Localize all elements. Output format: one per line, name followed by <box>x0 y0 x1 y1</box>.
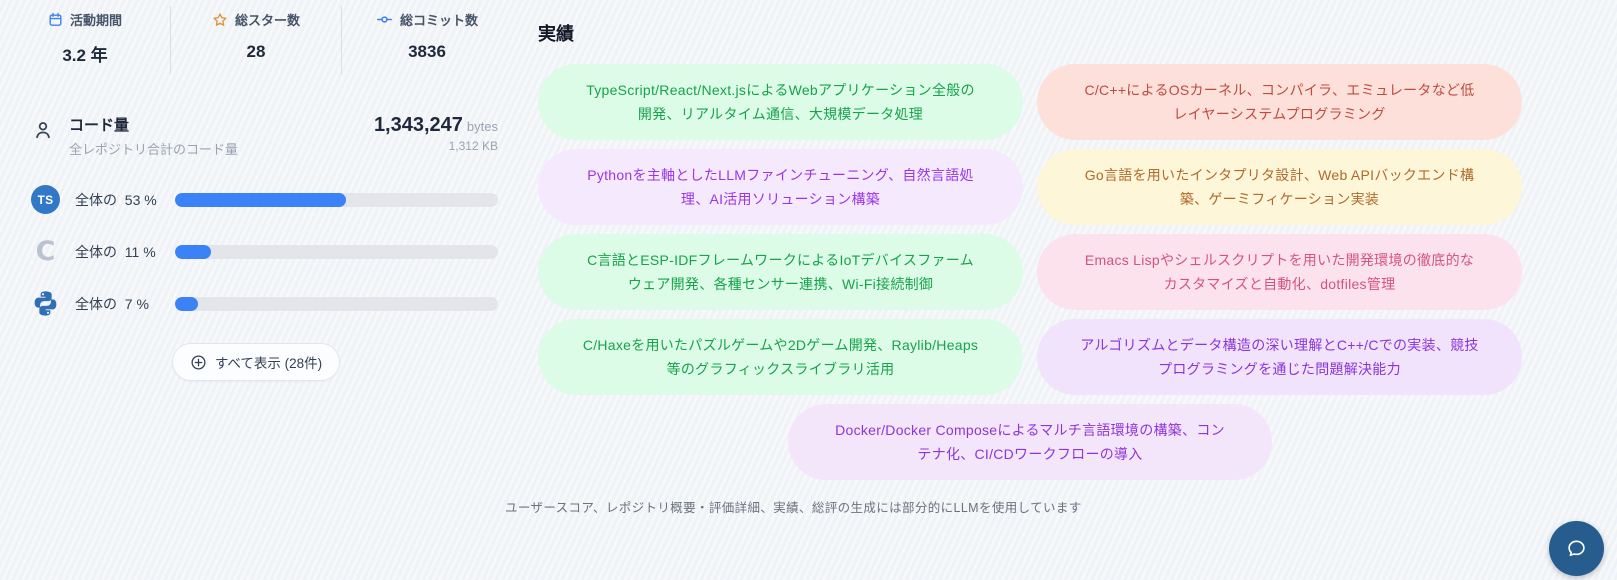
chat-bubble-icon <box>1565 537 1588 560</box>
achievements-title: 実績 <box>538 24 574 44</box>
language-percent-label: 全体の 11 % <box>75 243 156 260</box>
star-icon <box>212 12 228 28</box>
stat-total-stars: 総スター数 28 <box>170 6 341 74</box>
stat-commits-label-row: 総コミット数 <box>376 10 478 29</box>
show-all-label: すべて表示 (28件) <box>214 356 323 371</box>
llm-disclaimer-note: ユーザースコア、レポジトリ概要・評価詳細、実績、総評の生成には部分的にLLMを使… <box>505 501 1082 515</box>
language-bar-track <box>175 296 498 311</box>
stat-label: 総コミット数 <box>399 13 478 28</box>
person-icon <box>32 119 54 146</box>
stat-total-commits: 総コミット数 3836 <box>341 6 512 74</box>
achievements-panel: 実績 TypeScript/React/Next.jsによるWebアプリケーショ… <box>538 20 1522 480</box>
stat-label: 活動期間 <box>69 13 122 28</box>
typescript-icon: TS <box>30 184 61 215</box>
code-volume-kb: 1,312 KB <box>448 139 498 153</box>
stat-value: 28 <box>246 41 266 61</box>
stat-value: 3836 <box>408 42 446 61</box>
language-row-typescript: TS 全体の 53 % <box>0 184 512 215</box>
stat-value: 3.2 年 <box>62 46 108 65</box>
stat-stars-label-row: 総スター数 <box>212 10 300 29</box>
achievement-pill: TypeScript/React/Next.jsによるWebアプリケーション全般… <box>538 64 1023 140</box>
calendar-icon <box>48 12 63 27</box>
python-icon <box>30 288 61 319</box>
code-volume-titles: コード量 全レポジトリ合計のコード量 <box>69 114 238 158</box>
achievement-pill: アルゴリズムとデータ構造の深い理解とC++/Cでの実装、競技プログラミングを通じ… <box>1037 319 1522 395</box>
language-bar-track <box>175 192 498 207</box>
achievement-pill: Pythonを主軸としたLLMファインチューニング、自然言語処理、AI活用ソリュ… <box>538 149 1023 225</box>
summary-stats-row: 活動期間 3.2 年 総スター数 28 <box>0 0 512 74</box>
chat-fab-button[interactable] <box>1549 521 1604 576</box>
achievements-grid: TypeScript/React/Next.jsによるWebアプリケーション全般… <box>538 64 1522 480</box>
achievement-pill: C/C++によるOSカーネル、コンパイラ、エミュレータなど低レイヤーシステムプロ… <box>1037 64 1522 140</box>
achievement-pill: C/Haxeを用いたパズルゲームや2Dゲーム開発、Raylib/Heaps等のグ… <box>538 319 1023 395</box>
language-row-c: C 全体の 11 % <box>0 236 512 267</box>
language-percent-label: 全体の 7 % <box>75 295 149 312</box>
commit-icon <box>376 11 393 28</box>
achievement-pill: Docker/Docker Composeによるマルチ言語環境の構築、コンテナ化… <box>788 404 1272 480</box>
bytes-unit-label: bytes <box>466 119 498 134</box>
stat-label: 総スター数 <box>234 13 300 28</box>
language-breakdown-list: TS 全体の 53 % C 全体の 11 % <box>0 184 512 319</box>
language-bar-track <box>175 244 498 259</box>
achievement-pill: Go言語を用いたインタプリタ設計、Web APIバックエンド構築、ゲーミフィケー… <box>1037 149 1522 225</box>
language-bar-fill <box>175 244 211 259</box>
stats-panel: 活動期間 3.2 年 総スター数 28 <box>0 0 512 381</box>
code-volume-title: コード量 <box>69 117 130 134</box>
language-row-python: 全体の 7 % <box>0 288 512 319</box>
stat-activity-label-row: 活動期間 <box>48 10 122 29</box>
c-language-icon: C <box>35 236 56 267</box>
show-all-button[interactable]: すべて表示 (28件) <box>171 343 341 381</box>
stat-activity-period: 活動期間 3.2 年 <box>0 6 170 74</box>
plus-circle-icon <box>190 354 207 371</box>
language-bar-fill <box>175 296 198 311</box>
language-percent-label: 全体の 53 % <box>75 191 157 208</box>
language-bar-fill <box>175 192 347 207</box>
code-volume-subtitle: 全レポジトリ合計のコード量 <box>69 142 239 157</box>
achievement-pill: Emacs Lispやシェルスクリプトを用いた開発環境の徹底的なカスタマイズと自… <box>1037 234 1522 310</box>
achievement-pill: C言語とESP-IDFフレームワークによるIoTデバイスファームウェア開発、各種… <box>538 234 1023 310</box>
